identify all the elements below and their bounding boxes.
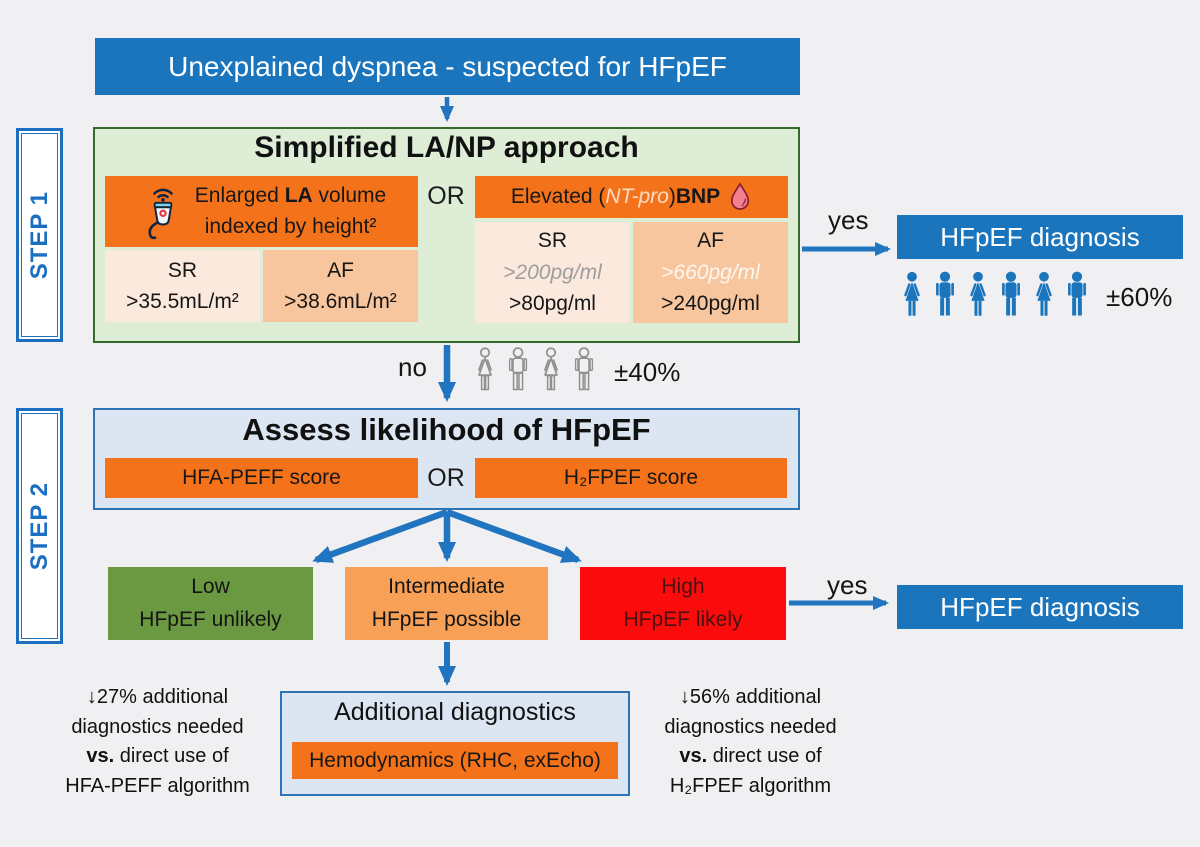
start-box-label: Unexplained dyspnea - suspected for HFpE… (168, 50, 727, 82)
hfpef-diagnosis-label-2: HFpEF diagnosis (940, 591, 1140, 622)
bnp-text-prefix: Elevated ( (510, 185, 606, 208)
yes-label-step2: yes (827, 570, 868, 600)
note-left-line4: HFA-PEFF algorithm (65, 774, 250, 797)
outcome-intermediate-box: Intermediate HFpEF possible (345, 567, 548, 640)
la-sr-value: >35.5mL/m² (126, 290, 239, 313)
la-text-suffix: volume (312, 184, 387, 208)
la-volume-text: Enlarged LA volume indexed by height² (195, 181, 386, 242)
step1-label-box: STEP 1 (16, 128, 63, 342)
outcome-low-line1: Low (191, 574, 230, 598)
bnp-text-bold: BNP (675, 185, 721, 208)
arrow-to-high (445, 508, 582, 564)
la-sr-label: SR (167, 258, 198, 282)
la-af-cell: AF >38.6mL/m² (263, 250, 418, 322)
la-text-bold: LA (284, 184, 313, 208)
hfa-peff-score-label: HFA-PEFF score (182, 466, 341, 489)
or-label-step2: OR (427, 464, 465, 492)
person-female-outline-icon (472, 347, 498, 398)
la-af-value: >38.6mL/m² (284, 290, 397, 313)
note-left-line3-rest: direct use of (114, 745, 229, 767)
outcome-high-box: High HFpEF likely (580, 567, 786, 640)
step1-panel-title: Simplified LA/NP approach (254, 131, 639, 164)
bnp-af-label: AF (697, 229, 724, 253)
hfa-peff-score-box: HFA-PEFF score (105, 458, 418, 498)
outcome-high-line2: HFpEF likely (623, 607, 743, 631)
bnp-sr-bnp-value: >80pg/ml (509, 292, 596, 316)
h2fpef-score-box: H₂FPEF score (475, 458, 787, 498)
note-hfa-peff: ↓27% additional diagnostics needed vs. d… (35, 683, 280, 801)
note-right-line4: H₂FPEF algorithm (669, 774, 832, 797)
person-female-icon (964, 271, 992, 324)
outcome-high-line1: High (661, 574, 705, 598)
diagnosed-cohort: ±60% (898, 270, 1172, 325)
outcome-low-line2: HFpEF unlikely (139, 607, 282, 631)
bnp-af-cell: AF >660pg/ml >240pg/ml (633, 222, 788, 323)
outcome-low-box: Low HFpEF unlikely (108, 567, 313, 640)
note-left-line2: diagnostics needed (71, 715, 244, 738)
yes-label-step1: yes (828, 205, 869, 235)
outcome-intermediate-line2: HFpEF possible (371, 607, 522, 631)
la-af-label: AF (327, 258, 354, 282)
bnp-box: Elevated (NT-pro)BNP (475, 176, 788, 218)
or-label-step1: OR (427, 182, 465, 210)
ultrasound-probe-icon (148, 188, 173, 239)
remaining-cohort: ±40% (472, 346, 680, 398)
step2-label-box: STEP 2 (16, 408, 63, 644)
outcome-intermediate-line1: Intermediate (388, 574, 505, 598)
remaining-share: ±40% (614, 356, 681, 387)
bnp-sr-label: SR (537, 229, 568, 253)
person-female-outline-icon (538, 347, 564, 398)
la-sr-cell: SR >35.5mL/m² (105, 250, 260, 322)
person-male-icon (997, 271, 1025, 324)
note-left-vs: vs. (86, 745, 115, 767)
start-box: Unexplained dyspnea - suspected for HFpE… (95, 38, 800, 95)
hfpef-diagnosis-box-2: HFpEF diagnosis (897, 585, 1183, 629)
note-right-line2: diagnostics needed (664, 715, 837, 738)
hemodynamics-box: Hemodynamics (RHC, exEcho) (292, 742, 618, 779)
person-male-outline-icon (571, 347, 597, 398)
person-male-icon (1063, 271, 1091, 324)
bnp-sr-ntprobnp-value: >200pg/ml (503, 260, 602, 284)
la-text-prefix: Enlarged (194, 184, 285, 208)
person-male-outline-icon (505, 347, 531, 398)
bnp-text-close: ) (668, 185, 676, 208)
note-right-line3: vs. direct use of (628, 742, 873, 772)
no-label: no (398, 352, 427, 382)
h2fpef-score-label: H₂FPEF score (563, 466, 699, 489)
la-text-line2: indexed by height² (204, 214, 377, 238)
person-female-icon (1030, 271, 1058, 324)
hfpef-diagnosis-box-1: HFpEF diagnosis (897, 215, 1183, 259)
person-male-icon (931, 271, 959, 324)
note-left-line1: ↓27% additional (86, 686, 229, 708)
bnp-text: Elevated (NT-pro)BNP (511, 185, 720, 209)
step2-label: STEP 2 (25, 481, 53, 571)
bnp-sr-cell: SR >200pg/ml >80pg/ml (475, 222, 630, 323)
hfpef-diagnosis-label-1: HFpEF diagnosis (940, 221, 1140, 252)
person-female-icon (898, 271, 926, 324)
note-left-line3: vs. direct use of (35, 742, 280, 772)
diagnosed-share: ±60% (1106, 282, 1173, 312)
bnp-af-bnp-value: >240pg/ml (661, 292, 760, 316)
hemodynamics-label: Hemodynamics (RHC, exEcho) (309, 748, 601, 772)
arrow-to-low (312, 508, 449, 564)
blood-drop-icon (731, 182, 750, 210)
bnp-af-ntprobnp-value: >660pg/ml (661, 260, 760, 284)
note-h2fpef: ↓56% additional diagnostics needed vs. d… (628, 683, 873, 801)
note-right-line1: ↓56% additional (679, 686, 822, 708)
la-volume-box: Enlarged LA volume indexed by height² (105, 176, 418, 247)
bnp-text-italic: NT-pro (605, 185, 669, 208)
additional-diagnostics-title: Additional diagnostics (334, 698, 576, 726)
step1-label: STEP 1 (25, 190, 53, 280)
assess-panel-title: Assess likelihood of HFpEF (242, 412, 651, 447)
note-right-line3-rest: direct use of (707, 745, 822, 767)
note-right-vs: vs. (679, 745, 708, 767)
